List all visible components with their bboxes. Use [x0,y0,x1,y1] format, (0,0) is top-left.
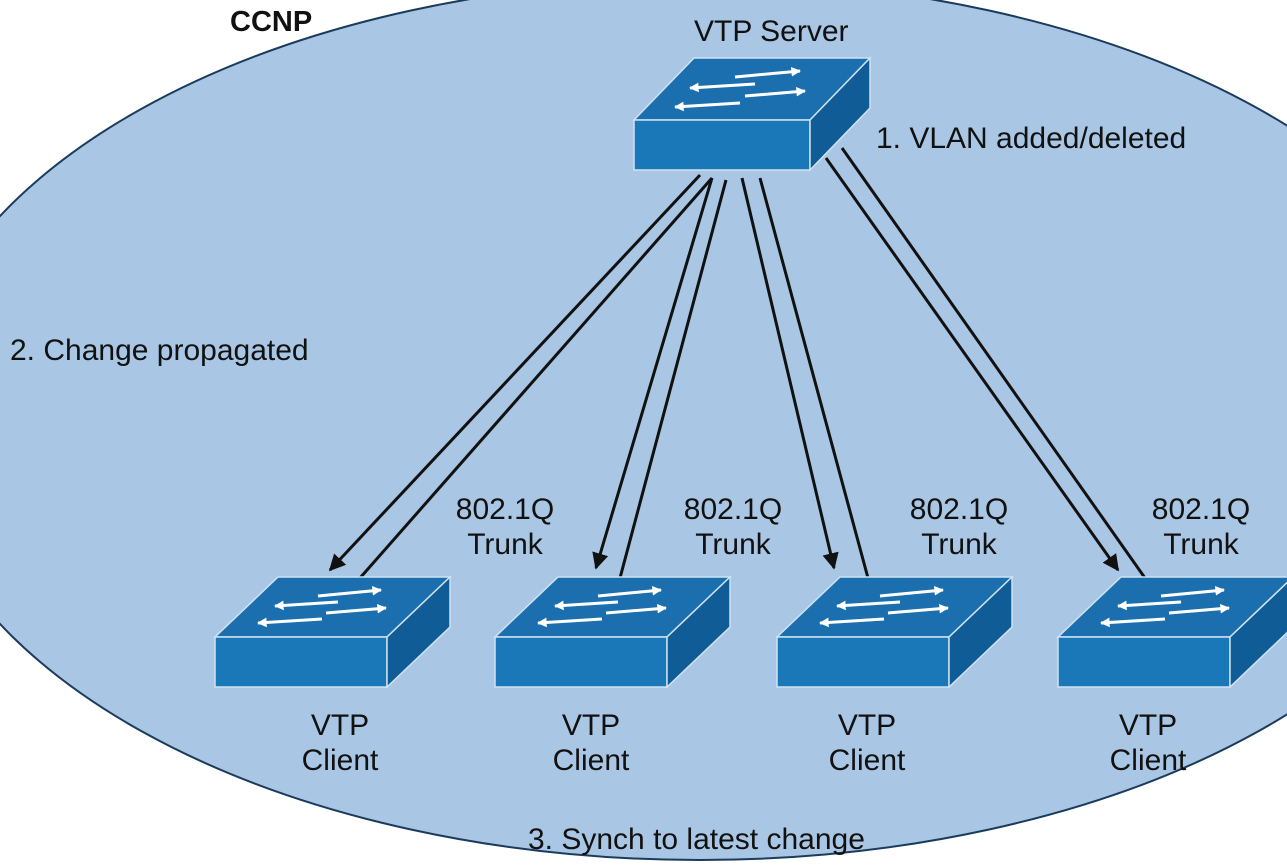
propagation-arrow-client-1 [328,173,702,572]
client-line-1: VTP [561,709,621,742]
client-line-1: VTP [837,709,897,742]
client-line-1: VTP [310,709,370,742]
client-label-3: VTP Client [807,708,927,778]
client-label-2: VTP Client [531,708,651,778]
step-1-label: 1. VLAN added/deleted [876,122,1187,155]
trunk-label-4: 802.1Q Trunk [1136,492,1266,562]
trunk-type: 802.1Q [1151,493,1251,526]
trunk-label-3: 802.1Q Trunk [894,492,1024,562]
trunk-word: Trunk [695,528,771,562]
client-line-2: Client [301,744,379,778]
switch-arrows-icon [1100,586,1230,628]
switch-arrows-icon [819,586,949,628]
trunk-word: Trunk [467,528,543,562]
switch-arrows-icon [537,586,667,628]
step-2-label: 2. Change propagated [10,334,309,367]
domain-label: CCNP [230,6,313,38]
step-3-label: 3. Synch to latest change [528,823,865,856]
client-line-1: VTP [1118,709,1178,742]
trunk-type: 802.1Q [909,493,1009,526]
trunk-line-client-3 [758,177,870,579]
client-line-2: Client [552,744,630,778]
switch-arrows-icon [257,586,387,628]
client-label-1: VTP Client [280,708,400,778]
trunk-type: 802.1Q [455,493,555,526]
server-label: VTP Server [694,15,849,48]
trunk-label-2: 802.1Q Trunk [668,492,798,562]
trunk-word: Trunk [921,528,997,562]
trunk-type: 802.1Q [683,493,783,526]
vtp-client-switch-2 [493,575,732,689]
propagation-arrow-client-3 [740,177,839,570]
trunk-line-client-4 [840,147,1147,579]
switch-arrows-icon [674,67,806,112]
vtp-client-switch-4 [1056,576,1287,689]
client-label-4: VTP Client [1088,708,1208,778]
propagation-arrow-client-2 [592,177,714,570]
vtp-client-switch-3 [775,575,1014,689]
trunk-label-1: 802.1Q Trunk [440,492,570,562]
client-line-2: Client [828,744,906,778]
trunk-word: Trunk [1163,528,1239,562]
vtp-server-switch [632,56,872,172]
propagation-arrow-client-4 [824,157,1120,572]
client-line-2: Client [1109,744,1187,778]
vtp-client-switch-1 [213,575,452,689]
trunk-line-client-2 [618,179,728,579]
trunk-line-client-1 [358,177,714,579]
